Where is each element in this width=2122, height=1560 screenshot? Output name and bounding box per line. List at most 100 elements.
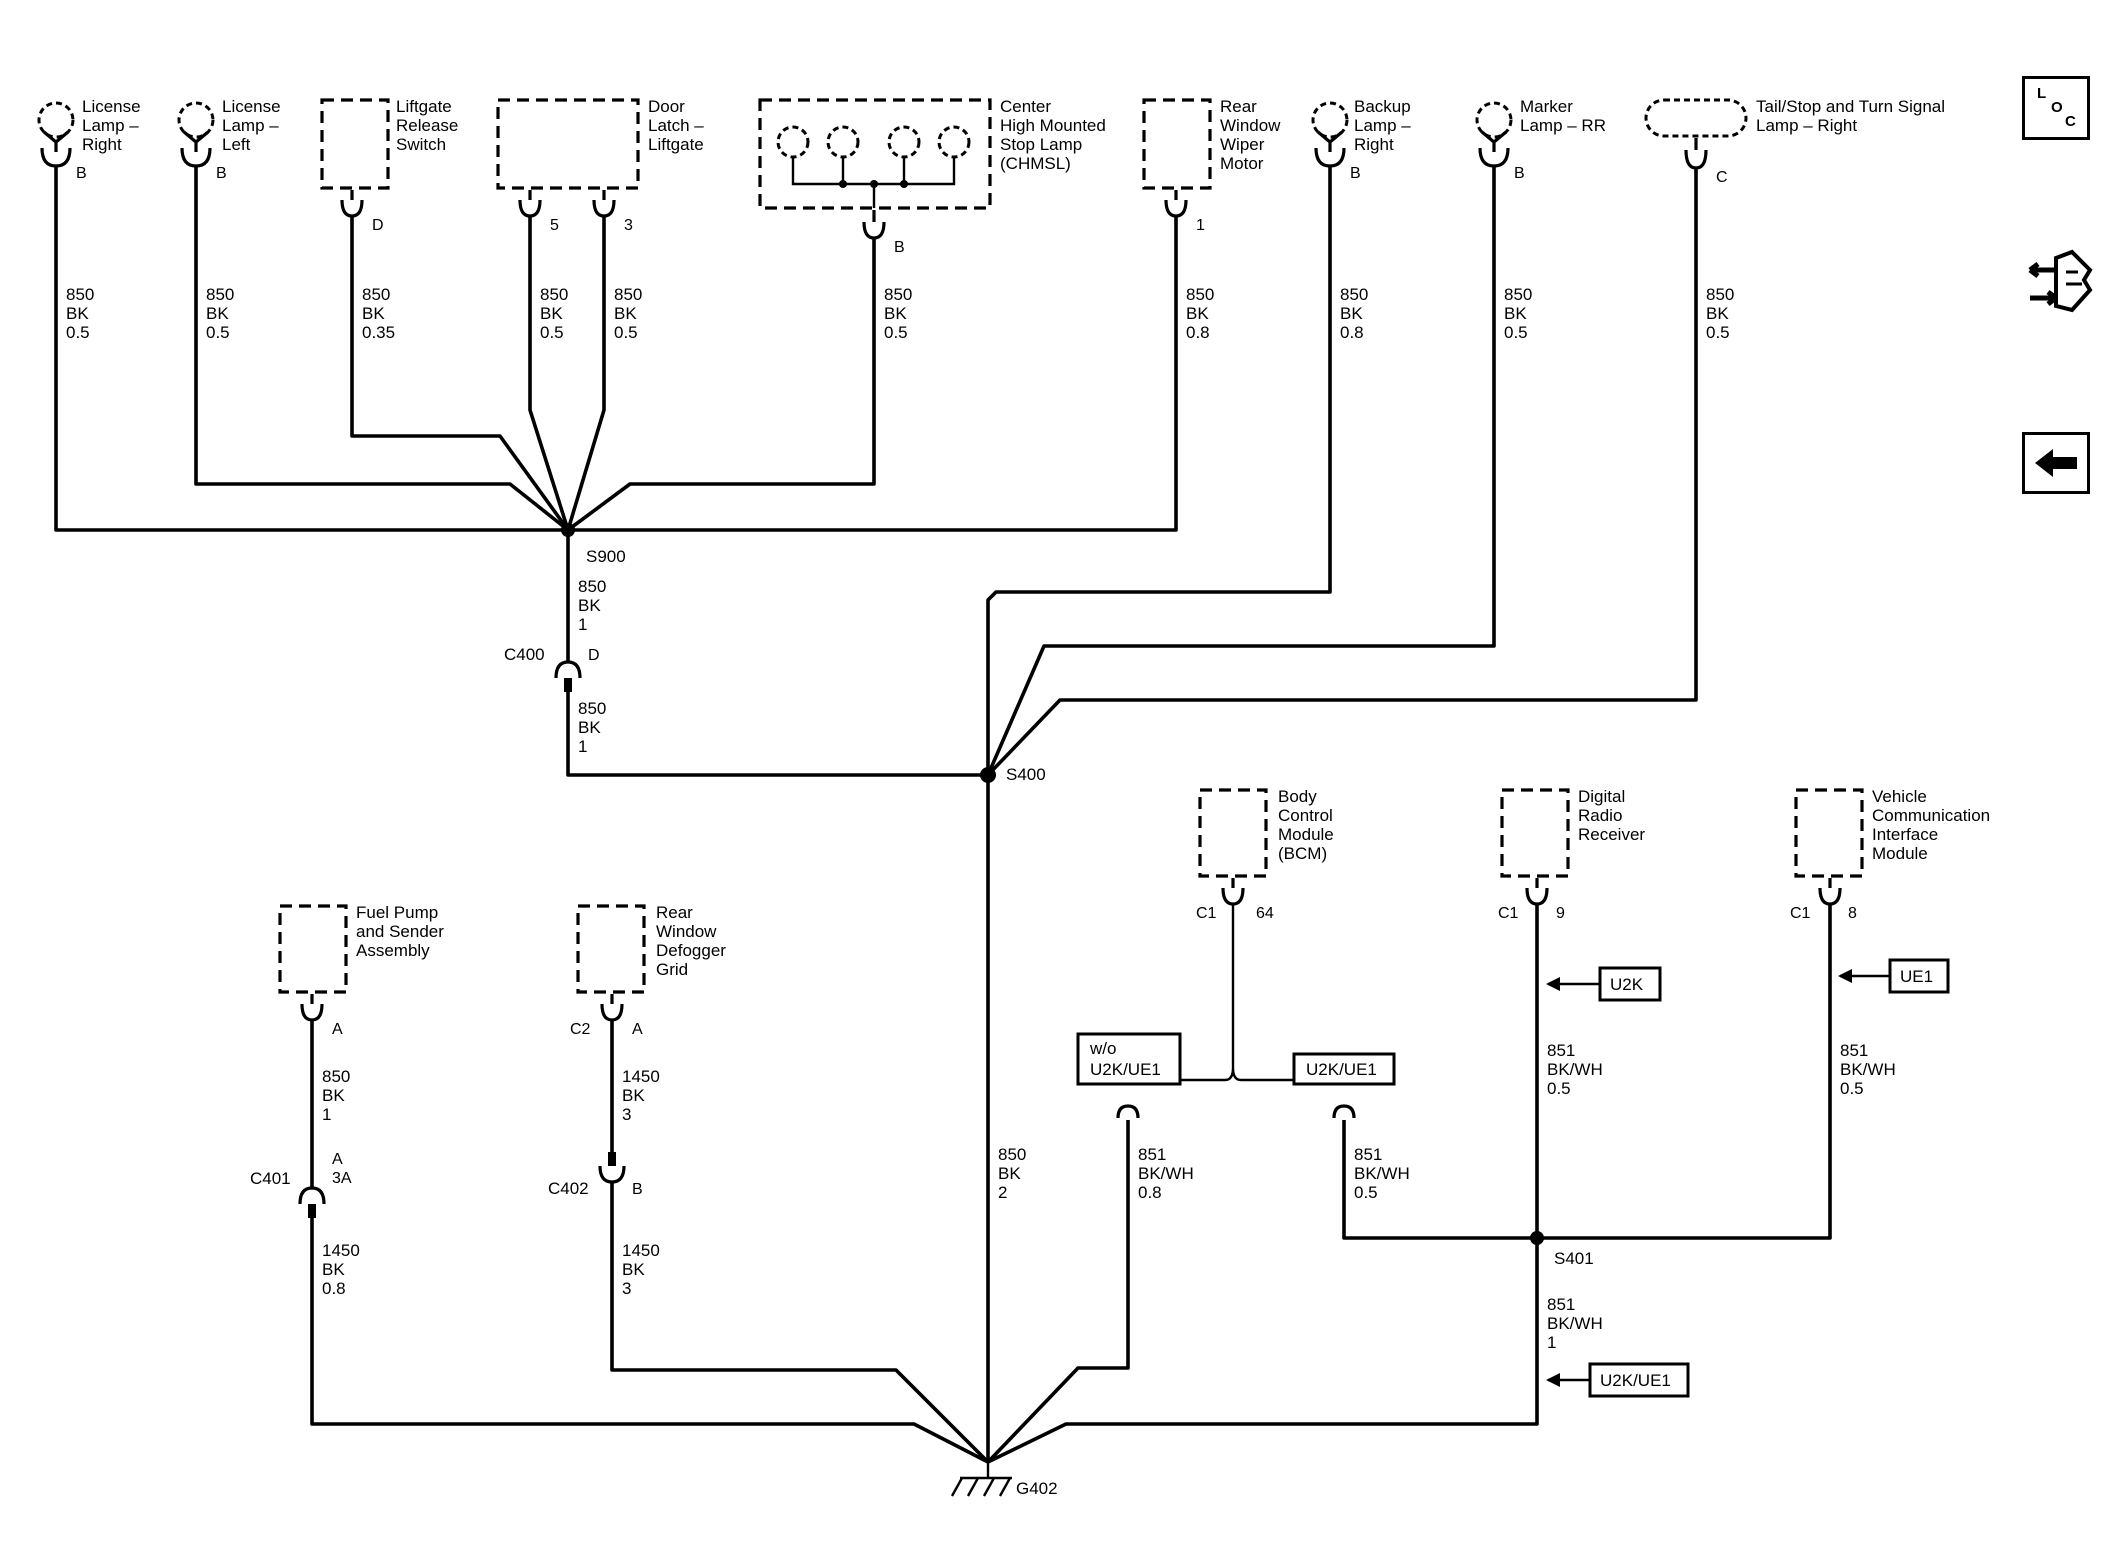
loc-letter-l: L [2037,85,2047,102]
radio-pin: 9 [1556,905,1565,922]
splice-s400-label: S400 [1006,765,1046,784]
wire-tail-right [986,168,1698,777]
wire-s401-g402 [987,1238,1539,1464]
wire-liftgate-switch [350,216,570,532]
wire-c400-s400 [566,692,988,777]
wire-license-left [194,166,570,532]
chmsl-lamp[interactable] [758,98,992,240]
option-tag-u2k[interactable] [1546,966,1662,1002]
wire-marker-rr [986,166,1496,776]
liftgate-switch-pin: D [372,217,384,234]
tail-stop-turn-lamp-right[interactable] [1644,98,1748,170]
connector-c400-label: C400 [504,645,545,664]
option-tag-with[interactable] [1292,1052,1396,1086]
backup-lamp-right[interactable] [1311,101,1349,168]
marker-lamp-rr[interactable] [1475,101,1513,168]
license-lamp-right[interactable] [37,101,75,168]
chmsl-pin: B [894,239,905,256]
wire-chmsl [566,238,876,532]
wire-c402-g402 [610,1182,990,1464]
tail-right-pin: C [1716,169,1728,186]
connector-c400[interactable] [554,660,582,692]
backup-right-pin: B [1350,165,1361,182]
option-with-label: U2K/UE1 [1306,1060,1377,1079]
vcim-pin: 8 [1848,905,1857,922]
wire-license-right [54,166,1178,532]
rear-wiper-pin: 1 [1196,217,1205,234]
ground-g402 [950,1462,1012,1497]
license-left-pin: B [216,165,227,182]
splice-s401-label: S401 [1554,1249,1594,1268]
fuel-pump-pin: A [332,1021,343,1038]
option-s401-label: U2K/UE1 [1600,1371,1671,1390]
option-tag-without[interactable] [1076,1032,1182,1086]
digital-radio-receiver[interactable] [1500,788,1570,906]
option-tag-ue1[interactable] [1838,958,1950,994]
back-arrow-icon [2035,449,2077,477]
license-lamp-left[interactable] [177,101,215,168]
wire-backup-right [986,166,1332,775]
marker-rr-pin: B [1514,165,1525,182]
license-right-pin: B [76,165,87,182]
liftgate-release-switch[interactable] [320,98,390,218]
location-view-button[interactable]: L O C [2022,76,2090,140]
back-button[interactable] [2022,432,2090,494]
vcim-connector: C1 [1790,905,1811,922]
door-latch-pin-5: 5 [550,217,559,234]
rear-window-defogger-grid[interactable] [576,904,646,1022]
connector-view-button[interactable] [2020,244,2096,324]
connector-c402-pin: B [632,1181,643,1198]
option-split-right [1332,1104,1356,1119]
connector-c401[interactable] [298,1186,326,1218]
fuel-pump-sender-assembly[interactable] [278,904,348,1022]
connector-c402[interactable] [598,1152,626,1184]
connector-c400-pin: D [588,647,600,664]
radio-connector: C1 [1498,905,1519,922]
body-control-module[interactable] [1198,788,1268,906]
connector-c402-label: C402 [548,1179,589,1198]
vehicle-communication-interface-module[interactable] [1794,788,1864,906]
option-tag-s401[interactable] [1546,1362,1690,1398]
wire-door-latch-5 [528,216,570,531]
wire-c401-g402 [310,1218,989,1464]
option-brace [1130,1067,1336,1082]
door-latch-pin-3: 3 [624,217,633,234]
rear-wiper-motor[interactable] [1142,98,1212,218]
defogger-pin: A [632,1021,643,1038]
connector-c401-label: C401 [250,1169,291,1188]
defogger-connector: C2 [570,1021,591,1038]
option-ue1-label: UE1 [1900,967,1933,986]
wire-bcm-without [986,1120,1130,1464]
ground-g402-label: G402 [1016,1479,1058,1498]
loc-letter-o: O [2051,99,2063,116]
door-latch-liftgate[interactable] [496,98,640,218]
connector-end-view-icon [2028,249,2093,313]
